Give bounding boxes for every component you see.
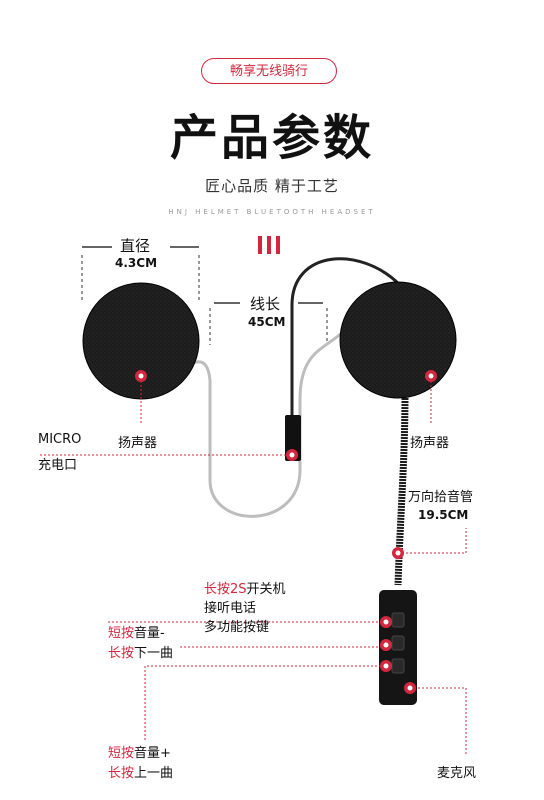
speaker-left: [83, 283, 199, 399]
prev-track-text: 上一曲: [134, 766, 174, 781]
charge-port-label-1: MICRO: [38, 432, 82, 447]
cable-length-label: 线长: [250, 295, 281, 313]
long-press-text: 长按: [108, 766, 135, 781]
page-subtitle: 匠心品质 精于工艺: [205, 177, 339, 195]
mic-tube: [394, 394, 409, 586]
page-title: 产品参数: [169, 110, 374, 166]
speaker-left-label: 扬声器: [118, 436, 158, 451]
diameter-dimension: [81, 246, 200, 300]
charge-port-label-2: 充电口: [38, 458, 78, 473]
volume-down-text: 音量-: [134, 626, 165, 641]
next-track-text: 下一曲: [134, 646, 174, 661]
charge-connector: [285, 415, 301, 461]
bottom-button-label-line2: 长按上一曲: [108, 762, 173, 781]
top-button-label-line2: 长按下一曲: [108, 642, 173, 661]
mic-tube-value: 19.5CM: [418, 508, 469, 522]
callout-dots: [135, 370, 437, 694]
cable-length-value: 45CM: [248, 315, 286, 329]
decorative-bars-icon: [258, 236, 288, 254]
bottom-button-label-line1: 短按音量+: [108, 742, 171, 761]
diameter-value: 4.3CM: [115, 256, 158, 270]
power-text: 开关机: [246, 582, 286, 597]
answer-call-text: 接听电话: [204, 601, 257, 616]
long-press-2s-text: 长按2S: [204, 582, 247, 597]
main-button-label-line1: 长按2S开关机: [204, 578, 286, 597]
multifunction-text: 多功能按键: [204, 620, 270, 635]
black-cable: [290, 257, 402, 418]
volume-up-text: 音量+: [134, 746, 171, 761]
callout-lines: [40, 377, 467, 755]
speaker-right: [340, 282, 456, 398]
short-press-text: 短按: [108, 626, 135, 641]
slogan-pill: 畅享无线骑行: [201, 58, 337, 84]
cable-length-dimension: [209, 302, 328, 345]
speaker-right-label: 扬声器: [410, 436, 450, 451]
brand-tagline: HNJ HELMET BLUETOOTH HEADSET: [168, 208, 376, 216]
diameter-label: 直径: [120, 237, 151, 255]
mic-tube-label: 万向拾音管: [408, 490, 474, 505]
top-button-label-line1: 短按音量-: [108, 622, 165, 641]
long-press-text: 长按: [108, 646, 135, 661]
short-press-text: 短按: [108, 746, 135, 761]
microphone-label: 麦克风: [437, 766, 477, 781]
